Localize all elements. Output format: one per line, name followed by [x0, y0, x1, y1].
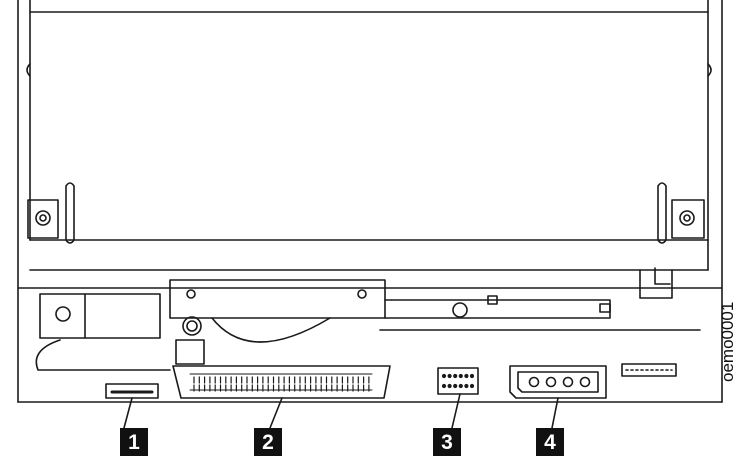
header-pin — [469, 383, 475, 389]
leader-line-4 — [551, 397, 559, 429]
header-pin — [447, 383, 452, 389]
power-pin — [545, 376, 557, 388]
connector-3-pin-header — [437, 367, 479, 395]
left-mount-screw — [35, 210, 51, 226]
header-pin — [469, 373, 475, 379]
header-pin — [458, 383, 463, 389]
figure-id-label: oemo0001 — [718, 301, 737, 382]
leader-line-2 — [269, 397, 283, 429]
connector-3-pins — [441, 373, 475, 389]
power-pin — [528, 376, 540, 388]
callout-2: 2 — [254, 428, 282, 456]
callout-4: 4 — [536, 428, 564, 456]
connector-4-power-pins — [528, 376, 591, 388]
header-pin — [441, 373, 447, 379]
callout-1: 1 — [120, 428, 148, 456]
header-pin — [453, 373, 458, 379]
connector-4-power — [509, 365, 607, 399]
right-mount-screw — [679, 210, 695, 226]
callout-3: 3 — [433, 428, 461, 456]
header-pin — [464, 383, 469, 389]
right-bracket — [657, 182, 705, 244]
header-pin — [447, 373, 452, 379]
power-pin — [562, 376, 574, 388]
power-pin — [579, 376, 591, 388]
drive-mechanism — [35, 267, 701, 371]
connector-2-scsi-pins — [193, 376, 370, 392]
aux-connector — [621, 363, 677, 377]
connector-2-scsi — [172, 365, 391, 399]
header-pin — [441, 383, 447, 389]
header-pin — [458, 373, 463, 379]
leader-line-1 — [123, 397, 133, 429]
drive-chassis — [17, 0, 723, 403]
leader-line-3 — [451, 393, 461, 429]
left-bracket — [27, 182, 75, 244]
header-pin — [464, 373, 469, 379]
header-pin — [453, 383, 458, 389]
